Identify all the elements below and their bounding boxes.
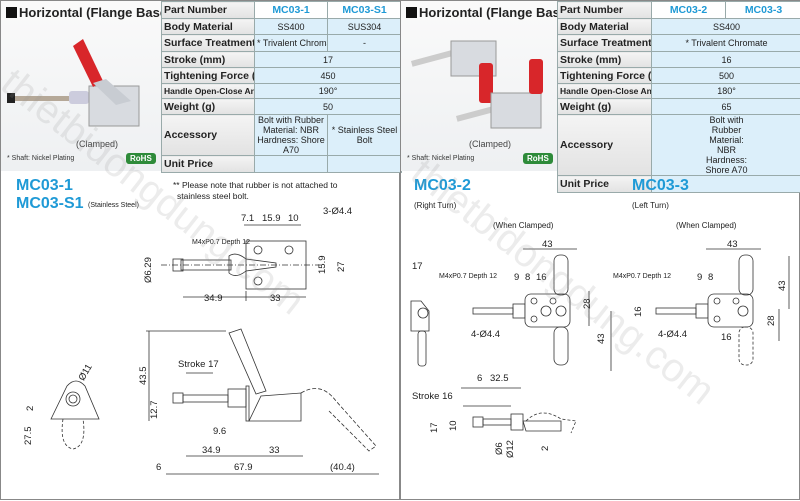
dimension: 28 — [582, 298, 593, 309]
dimension: 15.9 — [262, 213, 281, 224]
dimension: 15.9 — [317, 256, 328, 275]
dimension: M4xP0.7 Depth 12 — [613, 273, 671, 280]
dimension: 7.1 — [241, 213, 254, 224]
model-title: MC03-3 — [632, 177, 689, 195]
dimension: 33 — [269, 445, 280, 456]
dimension: 10 — [448, 420, 459, 431]
dimension: Ø12 — [505, 440, 516, 458]
caption: (When Clamped) — [676, 221, 736, 230]
note: ** Please note that rubber is not attach… — [173, 180, 337, 190]
dimension: 43.5 — [138, 367, 149, 386]
drawing-mc03-1 — [1, 1, 401, 501]
dimension: 4-Ø4.4 — [658, 329, 687, 340]
dimension: 10 — [288, 213, 299, 224]
dimension: 28 — [766, 315, 777, 326]
dimension: 43 — [777, 280, 788, 291]
dimension: 17 — [429, 422, 440, 433]
dimension: 9 — [697, 272, 702, 283]
dimension: 27 — [336, 261, 347, 272]
dimension: 2 — [25, 406, 36, 411]
model-title: MC03-1 — [16, 177, 73, 195]
dimension: M4xP0.7 Depth 12 — [192, 239, 250, 246]
dimension: Stroke 17 — [178, 359, 219, 370]
dimension: 6 — [156, 462, 161, 473]
caption: (When Clamped) — [493, 221, 553, 230]
model-subtitle: (Stainless Steel) — [88, 202, 139, 209]
dimension: Ø6.29 — [143, 257, 154, 283]
right-panel: Horizontal (Flange Base) (Clamped) * Sha… — [400, 0, 800, 500]
dimension: 32.5 — [490, 373, 509, 384]
dimension: 27.5 — [23, 427, 34, 446]
dimension: 16 — [536, 272, 547, 283]
note: stainless steel bolt. — [177, 191, 249, 201]
dimension: 16 — [721, 332, 732, 343]
dimension: 17 — [412, 261, 423, 272]
dimension: M4xP0.7 Depth 12 — [439, 273, 497, 280]
dimension: 9 — [514, 272, 519, 283]
dimension: 8 — [525, 272, 530, 283]
dimension: 12.7 — [149, 401, 160, 420]
dimension: Stroke 16 — [412, 391, 453, 402]
dimension: 4-Ø4.4 — [471, 329, 500, 340]
model-subtitle: (Right Turn) — [414, 201, 456, 210]
model-subtitle: (Left Turn) — [632, 201, 669, 210]
dimension: 16 — [633, 306, 644, 317]
dimension: 43 — [542, 239, 553, 250]
dimension: 2 — [540, 446, 551, 451]
dimension: 8 — [708, 272, 713, 283]
model-title: MC03-S1 — [16, 195, 84, 213]
left-panel: Horizontal (Flange Base) (Clamped) * Sha… — [0, 0, 400, 500]
dimension: 34.9 — [202, 445, 221, 456]
dimension: 43 — [596, 333, 607, 344]
dimension: 33 — [270, 293, 281, 304]
dimension: 9.6 — [213, 426, 226, 437]
dimension: 6 — [477, 373, 482, 384]
dimension: (40.4) — [330, 462, 355, 473]
dimension: Ø6 — [494, 442, 505, 455]
dimension: 67.9 — [234, 462, 253, 473]
dimension: 3-Ø4.4 — [323, 206, 352, 217]
dimension: 43 — [727, 239, 738, 250]
drawing-mc03-2-3 — [401, 1, 800, 501]
dimension: 34.9 — [204, 293, 223, 304]
model-title: MC03-2 — [414, 177, 471, 195]
